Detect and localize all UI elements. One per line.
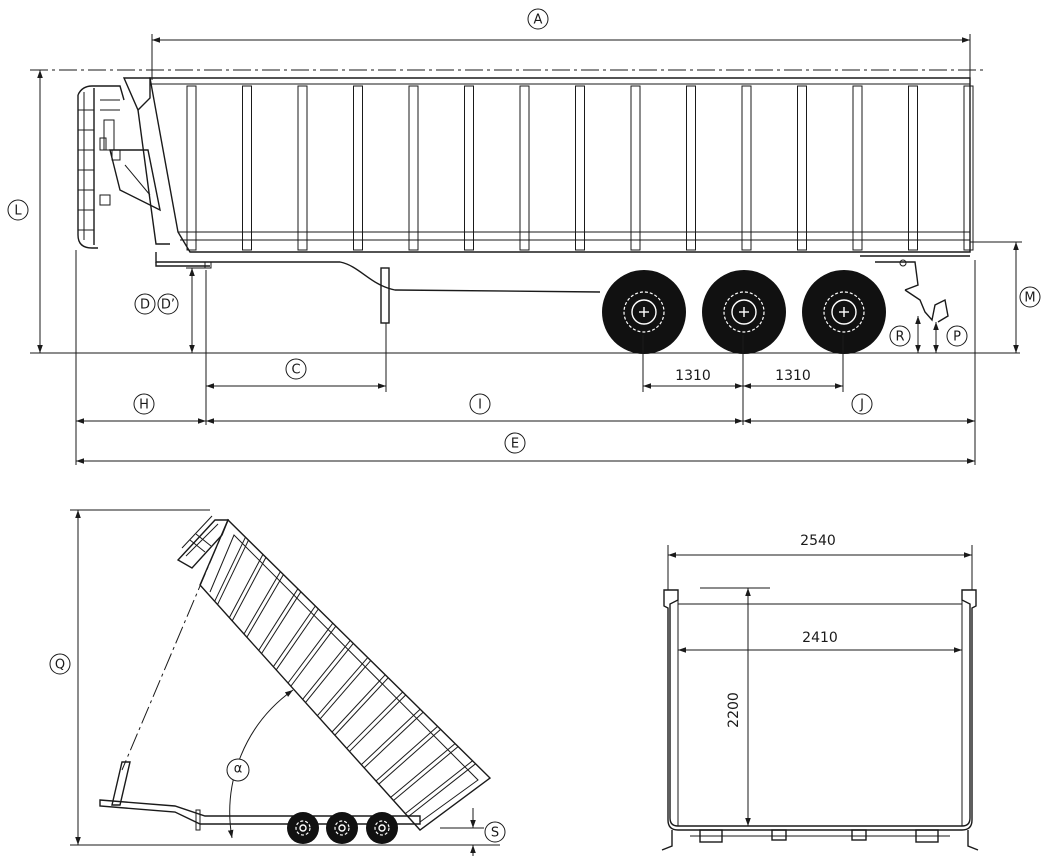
chassis — [155, 252, 970, 324]
svg-text:H: H — [139, 398, 149, 413]
dim-value-2540: 2540 — [800, 533, 836, 549]
body-rib — [353, 85, 363, 251]
tip-chassis — [99, 799, 421, 825]
body-rib — [297, 85, 308, 251]
label-L: L — [7, 199, 29, 221]
svg-text:D: D — [140, 298, 150, 313]
label-P: P — [946, 325, 968, 347]
body-rib — [852, 85, 863, 251]
label-J: J — [851, 393, 873, 415]
label-R: R — [889, 325, 911, 347]
svg-text:J: J — [859, 398, 864, 413]
tip-wheels — [287, 812, 398, 844]
label-I: I — [469, 393, 491, 415]
label-D-prime: D’ — [157, 293, 179, 315]
hydraulic-cylinder — [111, 761, 131, 806]
raised-body — [176, 515, 492, 831]
cross-section-body — [663, 589, 977, 831]
svg-text:Q: Q — [55, 658, 65, 673]
svg-text:A: A — [534, 13, 543, 28]
front-top-cap — [122, 77, 151, 112]
body-rib — [797, 85, 807, 251]
label-H: H — [133, 393, 155, 415]
svg-text:P: P — [953, 330, 961, 345]
kingpin-hook — [904, 289, 949, 323]
tip-wheel — [366, 812, 398, 844]
svg-text:L: L — [14, 204, 22, 219]
body-rib — [630, 85, 641, 251]
svg-text:E: E — [511, 437, 519, 452]
body-rib — [963, 85, 974, 251]
tip-wheel — [326, 812, 358, 844]
dim-value-2410: 2410 — [802, 630, 838, 646]
cylinder-axis-line — [121, 519, 229, 771]
svg-text:I: I — [478, 398, 482, 413]
label-M: M — [1019, 286, 1041, 308]
label-A: A — [527, 8, 549, 30]
body-rib — [242, 85, 252, 251]
dim-arc-alpha — [227, 689, 294, 839]
label-C: C — [285, 358, 307, 380]
body-rib — [464, 85, 474, 251]
tip-wheel — [287, 812, 319, 844]
body-rib — [908, 85, 918, 251]
wheel — [702, 270, 786, 354]
body-ribs — [186, 85, 974, 251]
svg-text:C: C — [291, 363, 300, 378]
body-rib — [186, 85, 197, 251]
svg-text:M: M — [1024, 291, 1035, 306]
rear-light — [204, 261, 212, 269]
cross-section-feet — [661, 829, 979, 851]
dim-value-2200: 2200 — [726, 692, 742, 728]
landing-gear-leg — [380, 267, 390, 324]
body-rib — [741, 85, 752, 251]
dim-value-1310-b: 1310 — [775, 368, 811, 384]
dim-value-1310-a: 1310 — [675, 368, 711, 384]
body-rib — [686, 85, 696, 251]
side-wheels — [602, 270, 886, 354]
label-Q: Q — [49, 653, 71, 675]
side-view: A L M D D’ R P C H I J E 1310 1310 — [7, 8, 1041, 465]
label-D: D — [134, 293, 156, 315]
svg-text:R: R — [895, 330, 904, 345]
body-rib — [408, 85, 419, 251]
wheel — [802, 270, 886, 354]
svg-text:α: α — [234, 762, 243, 777]
svg-text:D’: D’ — [161, 298, 175, 313]
svg-text:S: S — [491, 826, 499, 841]
tipper-body — [109, 77, 974, 253]
label-S: S — [484, 821, 506, 843]
body-rib — [575, 85, 585, 251]
wheel — [602, 270, 686, 354]
tipping-view: α Q S — [49, 509, 506, 856]
label-E: E — [504, 432, 526, 454]
rear-ladder — [77, 85, 125, 249]
cross-section-view: 2540 2410 2200 — [661, 533, 979, 851]
body-rib — [519, 85, 530, 251]
label-alpha: α — [226, 758, 250, 782]
